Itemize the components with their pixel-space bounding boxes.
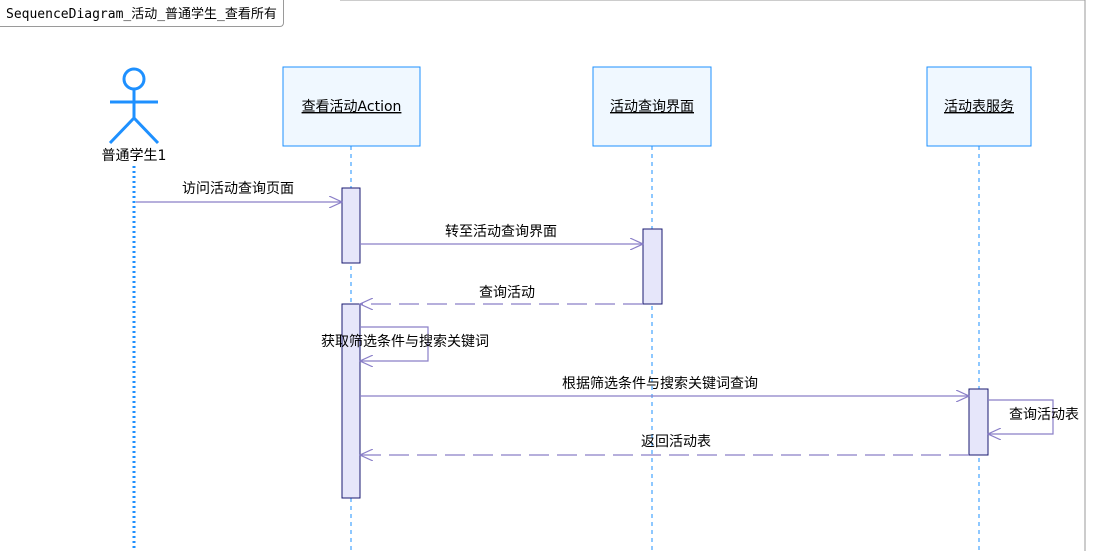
message-return-table[interactable]: 返回活动表 <box>360 434 969 455</box>
stick-figure-icon <box>108 67 160 145</box>
message-goto-query-ui[interactable]: 转至活动查询界面 <box>360 224 643 244</box>
message-label: 查询活动 <box>479 285 535 301</box>
activation-bar-action-2 <box>341 303 361 499</box>
object-box-action[interactable]: 查看活动Action <box>282 66 421 147</box>
message-label: 根据筛选条件与搜索关键词查询 <box>562 375 758 392</box>
object-label: 查看活动Action <box>302 99 402 115</box>
message-self-query-table[interactable]: 查询活动表 <box>988 399 1079 434</box>
message-label: 访问活动查询页面 <box>182 181 294 197</box>
actor-student[interactable]: 普通学生1 <box>102 67 167 164</box>
actor-label: 普通学生1 <box>102 148 167 164</box>
message-label: 获取筛选条件与搜索关键词 <box>321 333 489 350</box>
object-box-service[interactable]: 活动表服务 <box>926 66 1032 147</box>
message-query-by-filters[interactable]: 根据筛选条件与搜索关键词查询 <box>360 375 969 396</box>
message-visit-query-page[interactable]: 访问活动查询页面 <box>136 181 342 202</box>
message-self-get-filters[interactable]: 获取筛选条件与搜索关键词 <box>321 326 489 361</box>
object-label: 活动查询界面 <box>610 99 694 115</box>
object-box-ui[interactable]: 活动查询界面 <box>592 66 712 147</box>
message-label: 返回活动表 <box>641 434 711 450</box>
message-query-activity[interactable]: 查询活动 <box>360 285 643 304</box>
object-label: 活动表服务 <box>944 99 1014 115</box>
message-label: 查询活动表 <box>1009 407 1079 423</box>
activation-bar-service <box>968 388 989 456</box>
message-label: 转至活动查询界面 <box>445 224 557 240</box>
activation-bar-action-1 <box>341 187 361 264</box>
frame-title: SequenceDiagram_活动_普通学生_查看所有 <box>0 0 284 27</box>
activation-bar-ui <box>642 228 663 305</box>
